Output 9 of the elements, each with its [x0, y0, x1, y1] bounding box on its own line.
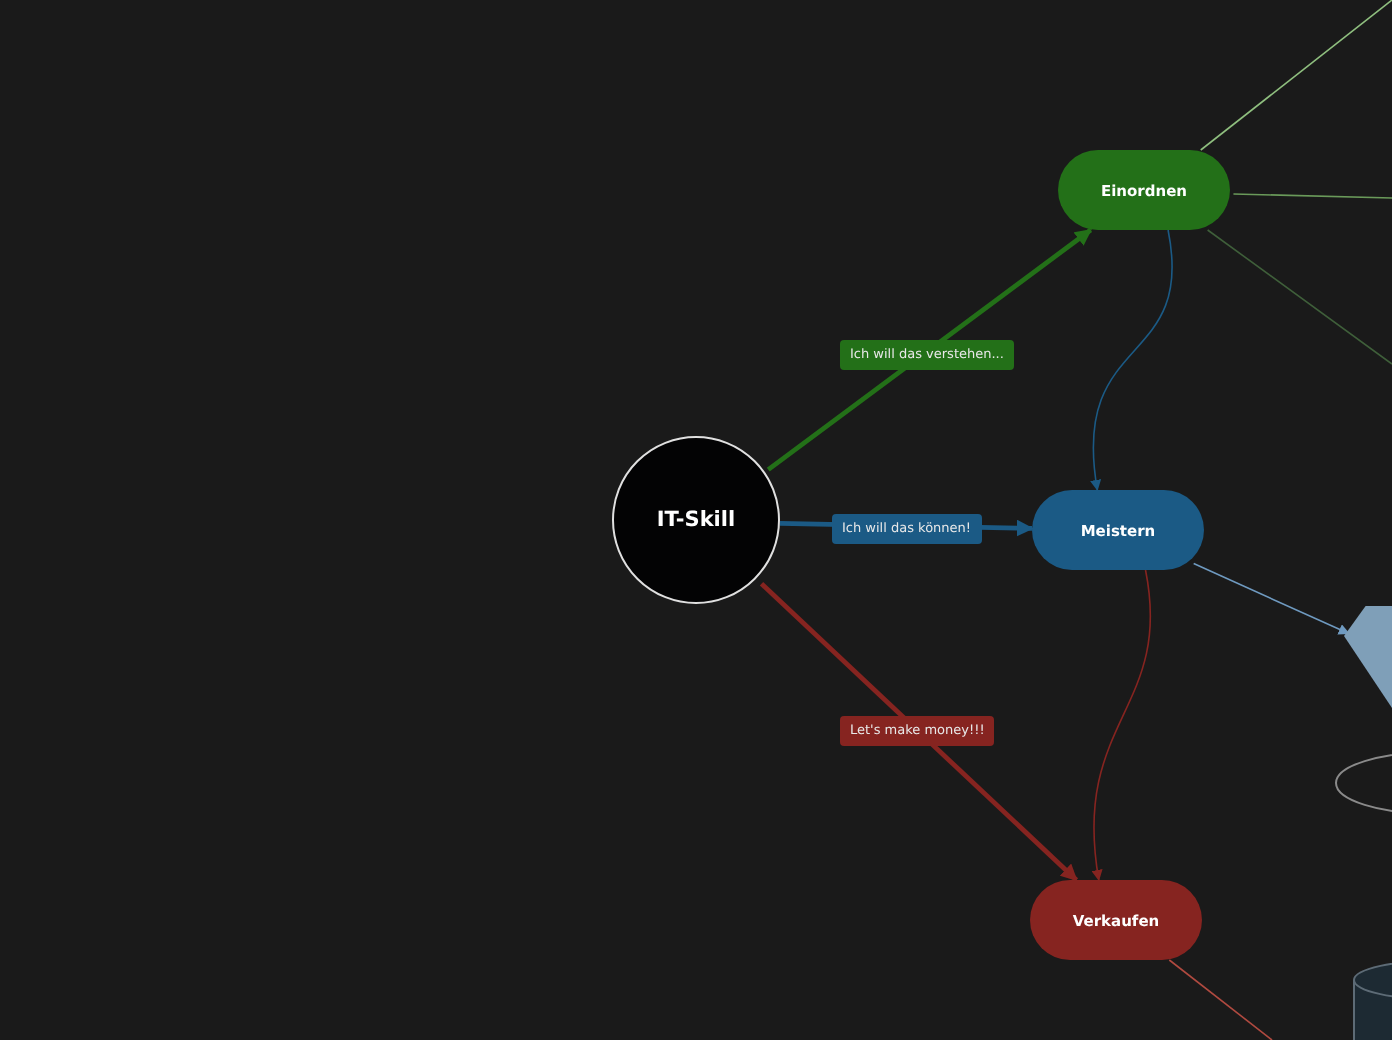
topic-pill	[1058, 150, 1230, 230]
topic-pill	[1032, 490, 1204, 570]
topic-title: IT-Skill	[656, 508, 736, 532]
connector-arrow	[1192, 562, 1350, 635]
connector-arrow	[766, 228, 1093, 472]
connector-arrow	[1090, 229, 1173, 492]
topic-pill	[1030, 880, 1202, 960]
connector-arrow	[759, 582, 1079, 882]
connector-arrow	[1092, 569, 1151, 882]
